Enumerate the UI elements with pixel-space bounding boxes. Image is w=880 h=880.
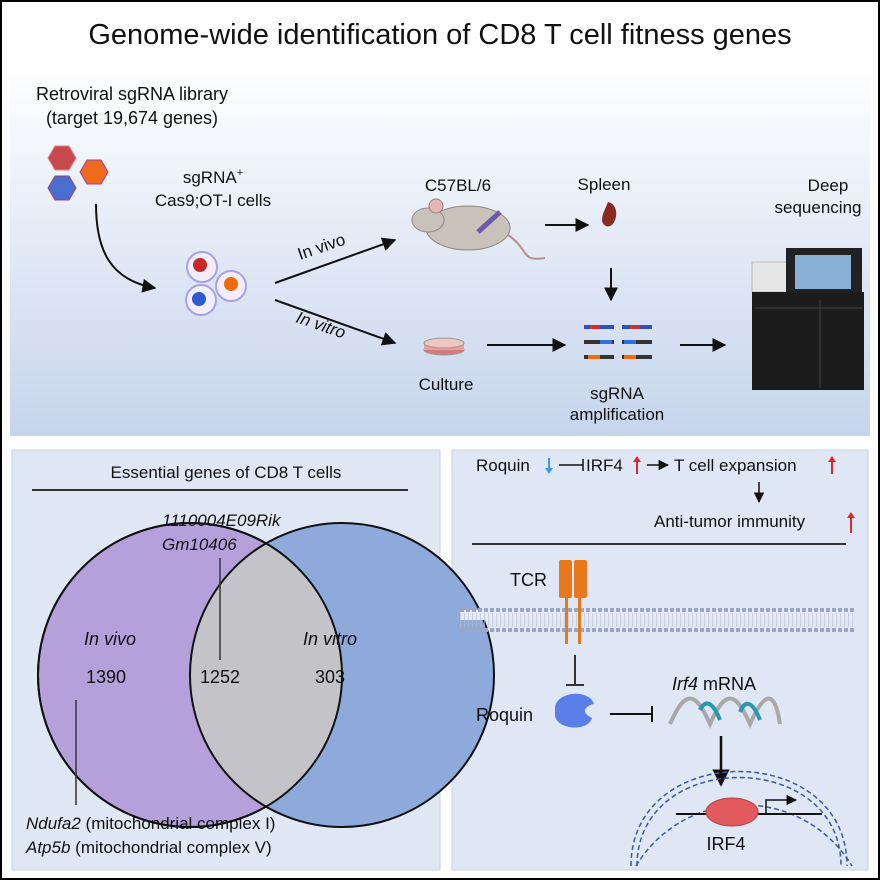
- tcr-receptor-icon: [559, 560, 587, 644]
- transcription-start-icon: [765, 794, 798, 814]
- overlap-gene-1: 1110004E09Rik: [162, 511, 282, 530]
- roquin-protein-icon: [555, 693, 594, 728]
- cells-label: sgRNA+: [183, 167, 243, 187]
- irf4-label: IRF4: [706, 834, 745, 854]
- mechanism: Roquin IRF4 T cell expansion Anti-tumor …: [460, 456, 855, 867]
- amp-label-2: amplification: [570, 405, 665, 424]
- roquin-label: Roquin: [476, 705, 533, 725]
- t-cells-icon: [185, 251, 247, 316]
- spleen-icon: [602, 202, 617, 227]
- in-vivo-gene-1: Ndufa2 (mitochondrial complex I): [26, 814, 275, 833]
- venn-header: Essential genes of CD8 T cells: [111, 463, 342, 482]
- seq-label-1: Deep: [808, 176, 849, 195]
- spleen-label: Spleen: [578, 175, 631, 194]
- sequencer-icon: [751, 248, 864, 390]
- in-vivo-arrow: [274, 237, 397, 284]
- summary-expansion: T cell expansion: [674, 456, 797, 475]
- summary-irf4: IRF4: [586, 456, 623, 475]
- seq-label-2: sequencing: [775, 198, 862, 217]
- mrna-icon: [668, 696, 782, 729]
- in-vitro-arrow: [274, 299, 397, 346]
- cells-label-2: Cas9;OT-I cells: [155, 191, 271, 210]
- in-vivo-count: 1390: [86, 667, 126, 687]
- page-title: Genome-wide identification of CD8 T cell…: [88, 19, 791, 51]
- workflow-panel: [10, 62, 870, 436]
- summary-roquin: Roquin: [476, 456, 530, 475]
- venn: Essential genes of CD8 T cells In vivo 1…: [25, 463, 495, 857]
- virus-icon: [47, 145, 109, 201]
- tcr-label: TCR: [510, 570, 547, 590]
- library-target: (target 19,674 genes): [46, 108, 218, 128]
- mouse-icon: [411, 198, 546, 260]
- library-label: Retroviral sgRNA library: [36, 84, 228, 104]
- culture-label: Culture: [419, 375, 474, 394]
- overlap-count: 1252: [200, 667, 240, 687]
- culture-dish-icon: [423, 337, 465, 356]
- in-vivo-gene-2: Atp5b (mitochondrial complex V): [25, 838, 272, 857]
- in-vitro-count: 303: [315, 667, 345, 687]
- transduction-arrow: [95, 203, 157, 293]
- overlap-gene-2: Gm10406: [162, 535, 237, 554]
- in-vitro-set-label: In vitro: [303, 629, 357, 649]
- summary-immunity: Anti-tumor immunity: [654, 512, 806, 531]
- cell-membrane: [460, 608, 854, 632]
- irf4-protein-icon: [705, 797, 759, 827]
- amp-label-1: sgRNA: [590, 384, 645, 403]
- in-vivo-set-label: In vivo: [84, 629, 136, 649]
- venn-overlap: [190, 523, 342, 827]
- mouse-label: C57BL/6: [425, 176, 491, 195]
- mrna-label: Irf4 mRNA: [672, 674, 756, 694]
- sgrna-fragments-icon: [584, 325, 652, 359]
